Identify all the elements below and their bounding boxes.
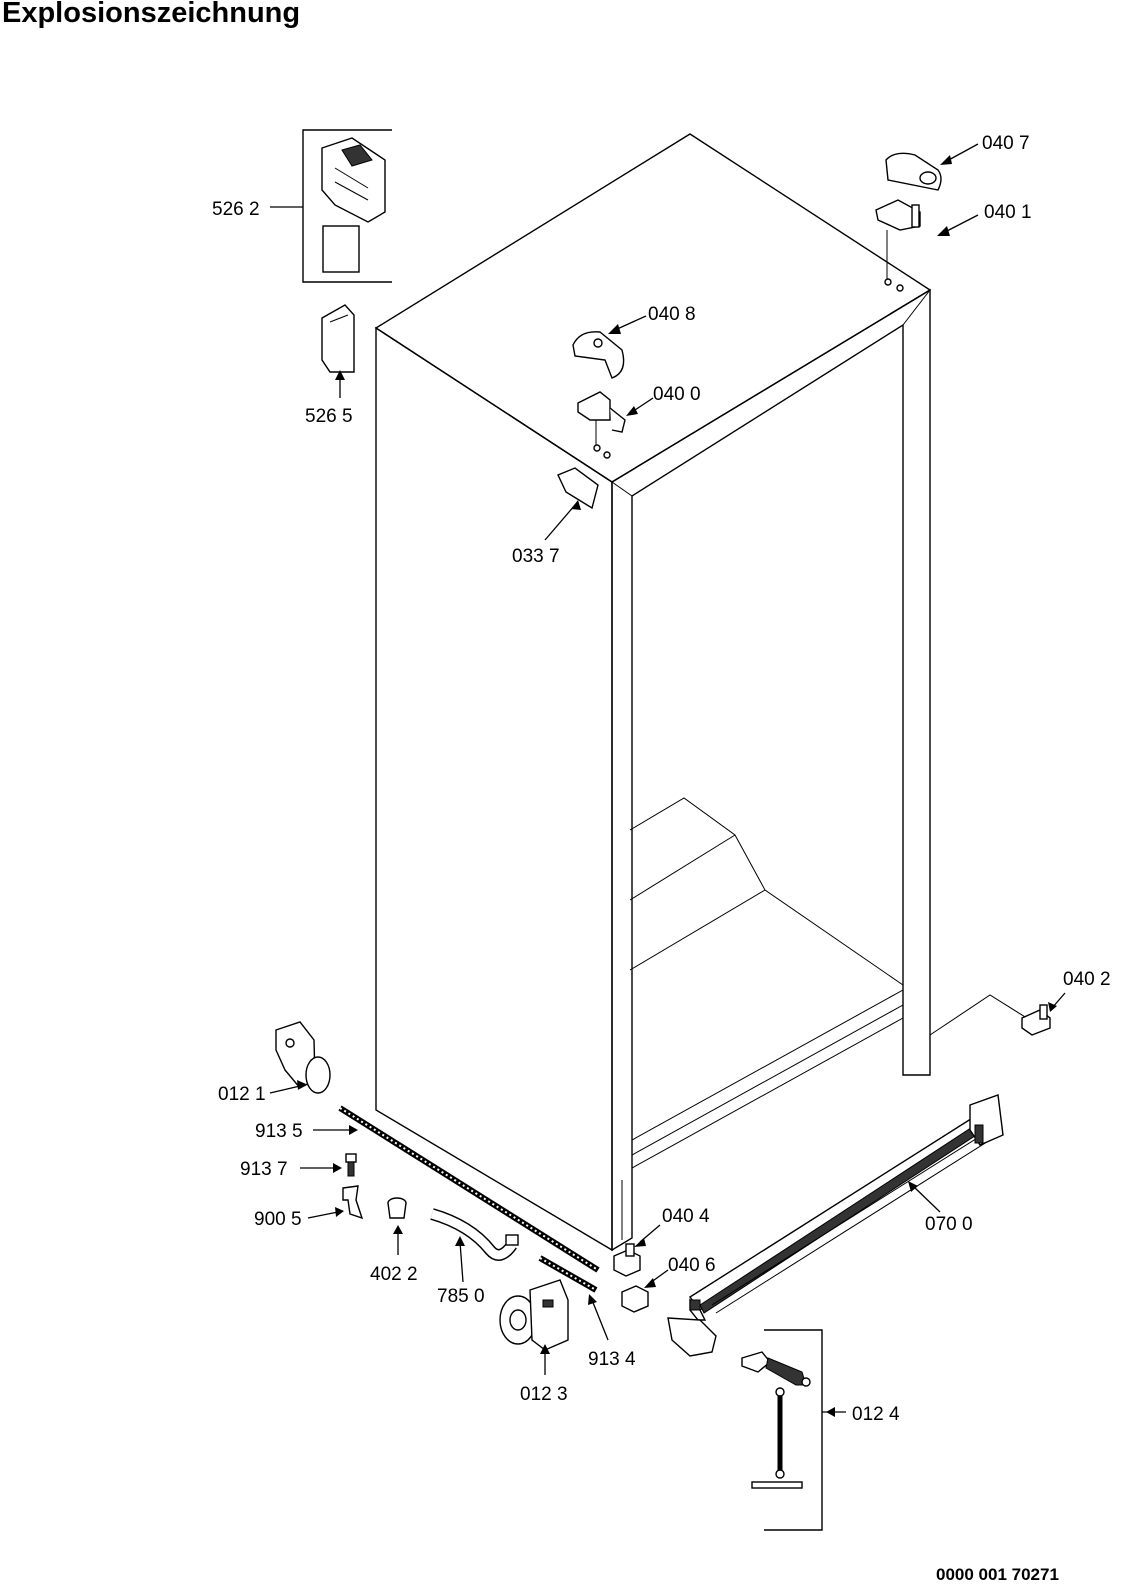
part-9134-threaded-rod: 913 4 — [538, 1255, 636, 1370]
callout-012-4: 012 4 — [852, 1404, 900, 1425]
part-0401-hinge: 040 1 — [875, 199, 1032, 292]
callout-012-3: 012 3 — [520, 1384, 568, 1405]
part-7850-hose: 785 0 — [430, 1208, 519, 1307]
callout-785-0: 785 0 — [437, 1286, 485, 1307]
part-0408-hinge-cover: 040 8 — [572, 304, 696, 379]
part-9135-threaded-rod: 913 5 — [255, 1105, 600, 1273]
part-5262-control-box: 526 2 — [212, 129, 392, 283]
callout-526-5: 526 5 — [305, 406, 353, 427]
callout-040-4: 040 4 — [662, 1206, 710, 1227]
callout-040-2: 040 2 — [1063, 969, 1111, 990]
part-0406-block: 040 6 — [621, 1255, 716, 1313]
part-0402-bracket: 040 2 — [1021, 969, 1111, 1036]
part-9005-clip: 900 5 — [254, 1185, 364, 1230]
callout-913-5: 913 5 — [255, 1121, 303, 1142]
part-0400-hinge: 040 0 — [577, 384, 701, 459]
page-title: Explosionszeichnung — [2, 0, 301, 29]
callout-040-1: 040 1 — [984, 202, 1032, 223]
callout-040-0: 040 0 — [653, 384, 701, 405]
callout-012-1: 012 1 — [218, 1084, 266, 1105]
callout-033-7: 033 7 — [512, 546, 560, 567]
part-0404-bracket: 040 4 — [613, 1206, 710, 1277]
callout-900-5: 900 5 — [254, 1209, 302, 1230]
callout-402-2: 402 2 — [370, 1264, 418, 1285]
callout-913-4: 913 4 — [588, 1349, 636, 1370]
part-0700-base-rail: 070 0 — [667, 1094, 1004, 1357]
callout-040-7: 040 7 — [982, 133, 1030, 154]
part-4022-foot: 402 2 — [370, 1197, 418, 1285]
part-0123-roller: 012 3 — [499, 1279, 569, 1405]
part-5265-cover: 526 5 — [305, 304, 355, 427]
callout-040-8: 040 8 — [648, 304, 696, 325]
callout-040-6: 040 6 — [668, 1255, 716, 1276]
part-0121-roller: 012 1 — [218, 1021, 331, 1105]
document-number: 0000 001 70271 — [936, 1565, 1059, 1584]
callout-070-0: 070 0 — [925, 1214, 973, 1235]
callout-526-2: 526 2 — [212, 199, 260, 220]
part-0124-adjuster-set: 012 4 — [741, 1329, 900, 1531]
part-9137-screw: 913 7 — [240, 1153, 357, 1180]
callout-913-7: 913 7 — [240, 1159, 288, 1180]
part-0407-hinge-cover: 040 7 — [885, 133, 1030, 191]
cabinet-body — [374, 133, 1031, 1252]
part-0337-cover: 033 7 — [512, 467, 599, 567]
